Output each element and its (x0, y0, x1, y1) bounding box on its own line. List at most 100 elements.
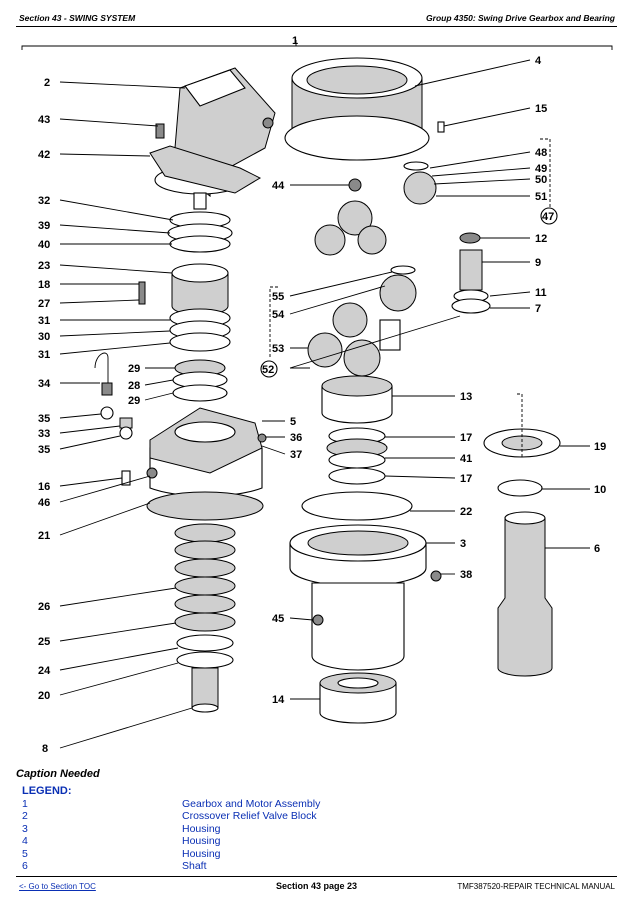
callout: 26 (38, 601, 50, 613)
callout: 29 (128, 363, 140, 375)
callout: 1 (292, 35, 298, 47)
exploded-parts-diagram: 1 2 43 42 32 39 40 23 18 27 31 30 31 34 … (21, 35, 613, 755)
shaft-group (483, 428, 561, 677)
callout: 55 (272, 291, 284, 303)
callout: 4 (535, 55, 542, 67)
callout: 54 (272, 309, 285, 321)
assembly-bracket (21, 40, 613, 50)
manual-id: TMF387520-REPAIR TECHNICAL MANUAL (457, 882, 615, 891)
left-housing (121, 407, 267, 521)
legend-item: 1 Gearbox and Motor Assembly (22, 798, 442, 810)
legend-item: 4 Housing (22, 835, 442, 847)
callout: 38 (460, 569, 472, 581)
callout: 31 (38, 349, 50, 361)
callout: 45 (272, 613, 284, 625)
callout: 12 (535, 233, 547, 245)
legend-number: 1 (22, 798, 28, 810)
legend-number: 6 (22, 859, 28, 872)
center-bearing (301, 375, 413, 521)
callout: 17 (460, 432, 472, 444)
group-title: Group 4350: Swing Drive Gearbox and Bear… (426, 13, 615, 23)
callout: 42 (38, 149, 50, 161)
callout: 13 (460, 391, 472, 403)
callout: 51 (535, 191, 547, 203)
callout: 23 (38, 260, 50, 272)
callout: 24 (38, 665, 51, 677)
callout: 7 (535, 303, 541, 315)
figure-caption: Caption Needed (16, 768, 100, 780)
callout: 37 (290, 449, 302, 461)
pinion-group (437, 121, 491, 314)
callout: 44 (272, 180, 285, 192)
callout: 21 (38, 530, 50, 542)
callout: 50 (535, 174, 547, 186)
callout: 41 (460, 453, 472, 465)
callout: 14 (272, 694, 285, 706)
legend-item: 5 Housing (22, 848, 442, 860)
callout: 40 (38, 239, 50, 251)
callout: 8 (42, 743, 48, 755)
legend-title: LEGEND: (22, 785, 72, 797)
legend-item: 3 Housing (22, 823, 442, 835)
legend-number: 4 (22, 835, 28, 848)
page-header: Section 43 - SWING SYSTEM Group 4350: Sw… (16, 8, 617, 27)
callout: 33 (38, 428, 50, 440)
callout: 2 (44, 77, 50, 89)
callout: 5 (290, 416, 296, 428)
callout: 32 (38, 195, 50, 207)
callout: 53 (272, 343, 284, 355)
callout: 39 (38, 220, 50, 232)
planet-carrier-lower (307, 265, 417, 377)
legend-number: 2 (22, 810, 28, 823)
callout: 49 (535, 163, 547, 175)
callout: 47 (542, 211, 554, 223)
callout: 30 (38, 331, 50, 343)
callout: 9 (535, 257, 541, 269)
callout: 19 (594, 441, 606, 453)
legend-description: Housing (182, 822, 221, 835)
legend-description: Gearbox and Motor Assembly (182, 798, 321, 810)
callout: 28 (128, 380, 140, 392)
callout: 34 (38, 378, 51, 390)
callout: 10 (594, 484, 606, 496)
callout: 20 (38, 690, 50, 702)
callout: 3 (460, 538, 466, 550)
callout: 31 (38, 315, 50, 327)
legend-list: 1 Gearbox and Motor Assembly 2 Crossover R… (22, 798, 442, 872)
callout: 46 (38, 497, 50, 509)
callout: 48 (535, 147, 547, 159)
callout: 27 (38, 298, 50, 310)
leader-lines (59, 59, 590, 749)
legend-number: 5 (22, 847, 28, 860)
hose-fitting (94, 352, 133, 440)
main-housing (289, 524, 442, 671)
section-title: Section 43 - SWING SYSTEM (19, 13, 136, 23)
section-toc-link[interactable]: <- Go to Section TOC (19, 882, 96, 891)
legend-description: Housing (182, 847, 221, 860)
legend-description: Shaft (182, 859, 207, 872)
legend-number: 3 (22, 822, 28, 835)
callout: 17 (460, 473, 472, 485)
callout: 52 (262, 364, 274, 376)
left-seal-stack (138, 211, 233, 402)
callout: 18 (38, 279, 50, 291)
motor-assembly (149, 67, 276, 210)
legend-item: 6 Shaft (22, 860, 442, 872)
callout: 15 (535, 103, 547, 115)
legend-description: Housing (182, 835, 221, 848)
legend-description: Crossover Relief Valve Block (182, 810, 317, 823)
callout: 22 (460, 506, 472, 518)
callout: 36 (290, 432, 302, 444)
callout: 16 (38, 481, 50, 493)
callout: 29 (128, 395, 140, 407)
callout: 11 (535, 287, 547, 299)
brake-disc-stack (174, 523, 236, 713)
callout-labels: 1 2 43 42 32 39 40 23 18 27 31 30 31 34 … (38, 35, 606, 755)
ring-gear-housing (284, 57, 430, 161)
callout: 35 (38, 444, 50, 456)
page-footer: <- Go to Section TOC Section 43 page 23 … (16, 876, 617, 891)
page-number: Section 43 page 23 (275, 881, 358, 891)
planet-carrier-upper (314, 161, 437, 256)
callout: 25 (38, 636, 50, 648)
callout: 6 (594, 543, 600, 555)
